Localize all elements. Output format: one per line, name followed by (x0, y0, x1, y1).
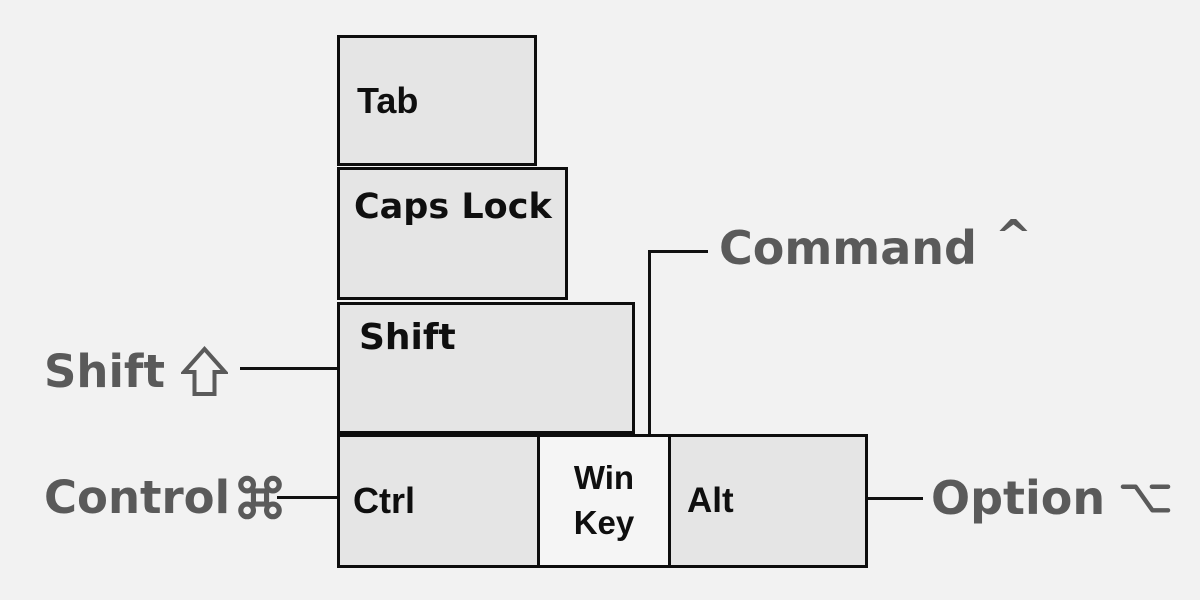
annotation-shift: Shift (44, 341, 228, 401)
key-ctrl: Ctrl (337, 434, 540, 568)
command-icon (238, 475, 282, 519)
key-shift-label: Shift (359, 317, 456, 358)
key-alt: Alt (668, 434, 868, 568)
annotation-command: Command ^ (719, 215, 1032, 277)
annotation-control: Control (44, 467, 283, 527)
key-shift: Shift (337, 302, 635, 434)
annotation-command-label: Command (719, 221, 977, 275)
annotation-option-label: Option (931, 471, 1106, 525)
key-caps-lock-label: Caps Lock (354, 187, 552, 227)
command-connector-line-horizontal (648, 250, 708, 253)
key-ctrl-label: Ctrl (353, 480, 415, 521)
option-icon (1120, 484, 1171, 512)
key-win: Win Key (537, 434, 671, 568)
key-caps-lock: Caps Lock (337, 167, 568, 300)
annotation-option: Option (931, 468, 1171, 528)
key-tab-label: Tab (357, 79, 419, 121)
key-alt-label: Alt (687, 481, 734, 520)
key-tab: Tab (337, 35, 537, 166)
shift-arrow-icon (180, 345, 228, 396)
key-win-label: Win Key (573, 459, 635, 541)
annotation-control-label: Control (44, 470, 231, 524)
control-connector-line (277, 496, 337, 499)
caret-icon: ^ (994, 211, 1032, 262)
command-connector-line-vertical (648, 250, 651, 434)
annotation-shift-label: Shift (44, 344, 165, 398)
option-connector-line (868, 497, 923, 500)
shift-connector-line (240, 367, 337, 370)
